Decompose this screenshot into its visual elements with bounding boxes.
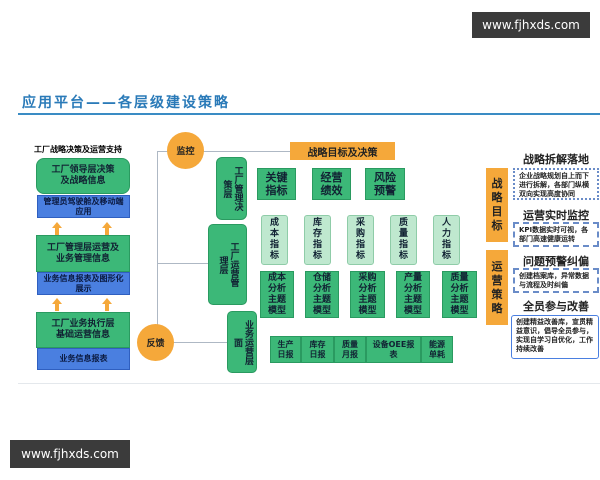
layer-label: 业务运营层面: [232, 319, 253, 365]
analysis-model: 产量分析主题模型: [396, 271, 430, 318]
watermark: www.fjhxds.com: [10, 440, 130, 468]
analysis-model: 仓储分析主题模型: [305, 271, 339, 318]
report-box: 业务信息报表: [37, 348, 130, 370]
page-title: 应用平台——各层级建设策略: [22, 95, 230, 111]
execution-info-box: 工厂业务执行层基础运营信息: [36, 312, 130, 348]
performance-box: 经营绩效: [312, 168, 351, 200]
management-info-box: 工厂管理层运营及业务管理信息: [36, 235, 130, 272]
item-title: 全员参与改善: [523, 300, 589, 313]
layer-label: 工厂管理决策层: [221, 166, 243, 211]
title-divider: [18, 113, 600, 115]
connector-line: [157, 151, 158, 343]
indicator-scroll: 人力指标: [433, 215, 460, 265]
report-item: 能源单耗: [421, 336, 453, 363]
analysis-model: 成本分析主题模型: [260, 271, 294, 318]
decision-layer: 工厂管理决策层: [216, 157, 247, 220]
up-arrow-icon: [52, 222, 62, 228]
item-title: 运营实时监控: [523, 209, 589, 222]
item-text: 创建精益改善库，宣贯精益意识，倡导全员参与，实现自学习自优化，工作持续改善: [511, 315, 599, 359]
up-arrow-icon: [102, 298, 112, 304]
bottom-divider: [18, 383, 600, 384]
item-title: 问题预警纠偏: [523, 255, 589, 268]
connector-line: [157, 263, 209, 264]
monitor-circle: 监控: [167, 132, 204, 169]
report-item: 质量月报: [334, 336, 366, 363]
operation-layer: 工厂运营管理层: [208, 224, 247, 305]
indicator-scroll: 库存指标: [304, 215, 331, 265]
connector-line: [157, 342, 227, 343]
connector-line: [157, 151, 290, 152]
risk-warning-box: 风险预警: [365, 168, 405, 200]
layer-label: 工厂运营管理层: [217, 242, 239, 287]
strategy-header: 战略目标及决策: [290, 142, 395, 160]
report-item: 设备OEE报表: [366, 336, 421, 363]
cockpit-box: 管理员驾驶舱及移动端应用: [37, 195, 130, 218]
operation-strategy-tag: 运营策略: [486, 250, 508, 325]
report-item: 库存日报: [301, 336, 334, 363]
item-text: 企业战略规划自上而下进行拆解，各部门纵横双向实现高度协同: [513, 168, 599, 200]
analysis-model: 质量分析主题模型: [442, 271, 477, 318]
report-item: 生产日报: [270, 336, 301, 363]
item-text: 创建档案库，异常数据与流程及时纠偏: [513, 268, 599, 293]
leader-info-box: 工厂领导层决策及战略信息: [36, 158, 130, 194]
up-arrow-icon: [52, 298, 62, 304]
item-title: 战略拆解落地: [523, 153, 589, 166]
watermark: www.fjhxds.com: [472, 12, 590, 38]
business-layer: 业务运营层面: [227, 311, 257, 373]
indicator-scroll: 成本指标: [261, 215, 288, 265]
left-header: 工厂战略决策及运营支持: [34, 145, 122, 154]
feedback-circle: 反馈: [137, 324, 174, 361]
item-text: KPI数据实时可视，各部门高速健康运转: [513, 222, 599, 247]
analysis-model: 采购分析主题模型: [350, 271, 385, 318]
indicator-scroll: 质量指标: [390, 215, 417, 265]
key-indicator-box: 关键指标: [257, 168, 296, 200]
up-arrow-icon: [102, 222, 112, 228]
report-chart-box: 业务信息报表及图形化展示: [37, 272, 130, 295]
strategy-goal-tag: 战略目标: [486, 168, 508, 242]
indicator-scroll: 采购指标: [347, 215, 374, 265]
